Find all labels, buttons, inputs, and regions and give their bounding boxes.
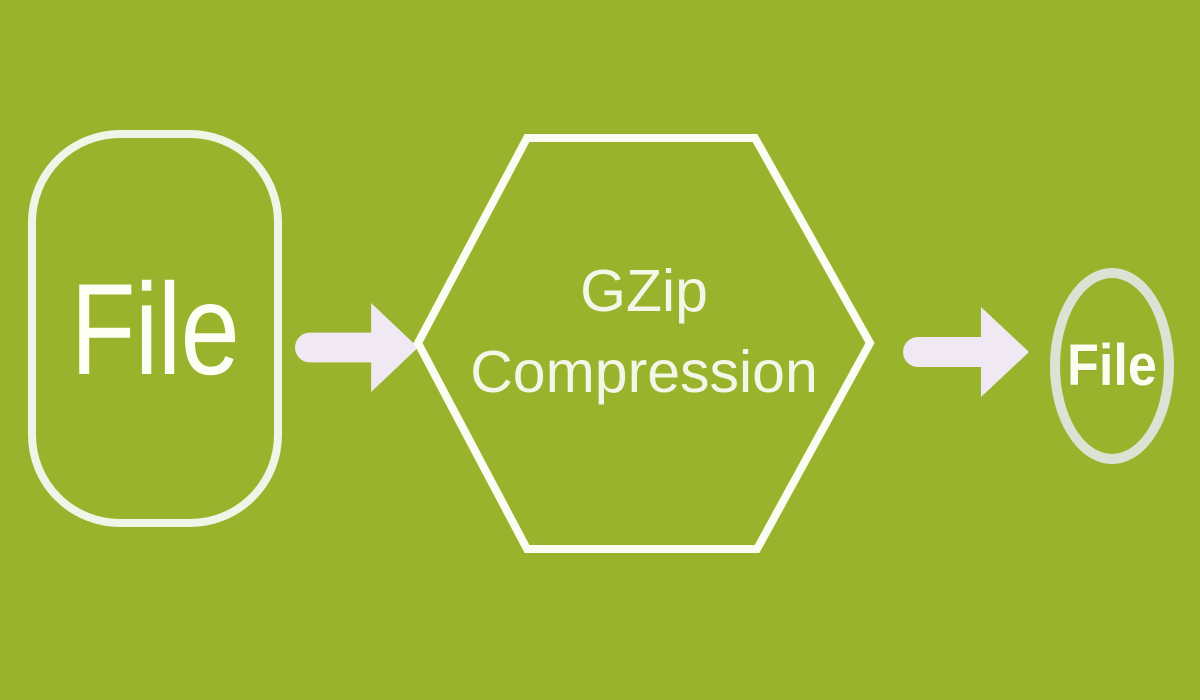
arrow-right-icon <box>903 307 1029 397</box>
gzip-compression-node: GZip Compression <box>413 133 875 554</box>
gzip-label-line2: Compression <box>470 338 818 405</box>
input-file-node: File <box>28 130 282 527</box>
hexagon-shape <box>413 134 875 553</box>
output-file-label: File <box>1067 333 1157 398</box>
gzip-compression-label: GZip Compression <box>413 121 875 542</box>
gzip-label-line1: GZip <box>580 258 708 325</box>
arrow-right-icon <box>295 302 419 393</box>
output-file-node: File <box>1050 268 1174 464</box>
input-file-label: File <box>70 255 240 402</box>
